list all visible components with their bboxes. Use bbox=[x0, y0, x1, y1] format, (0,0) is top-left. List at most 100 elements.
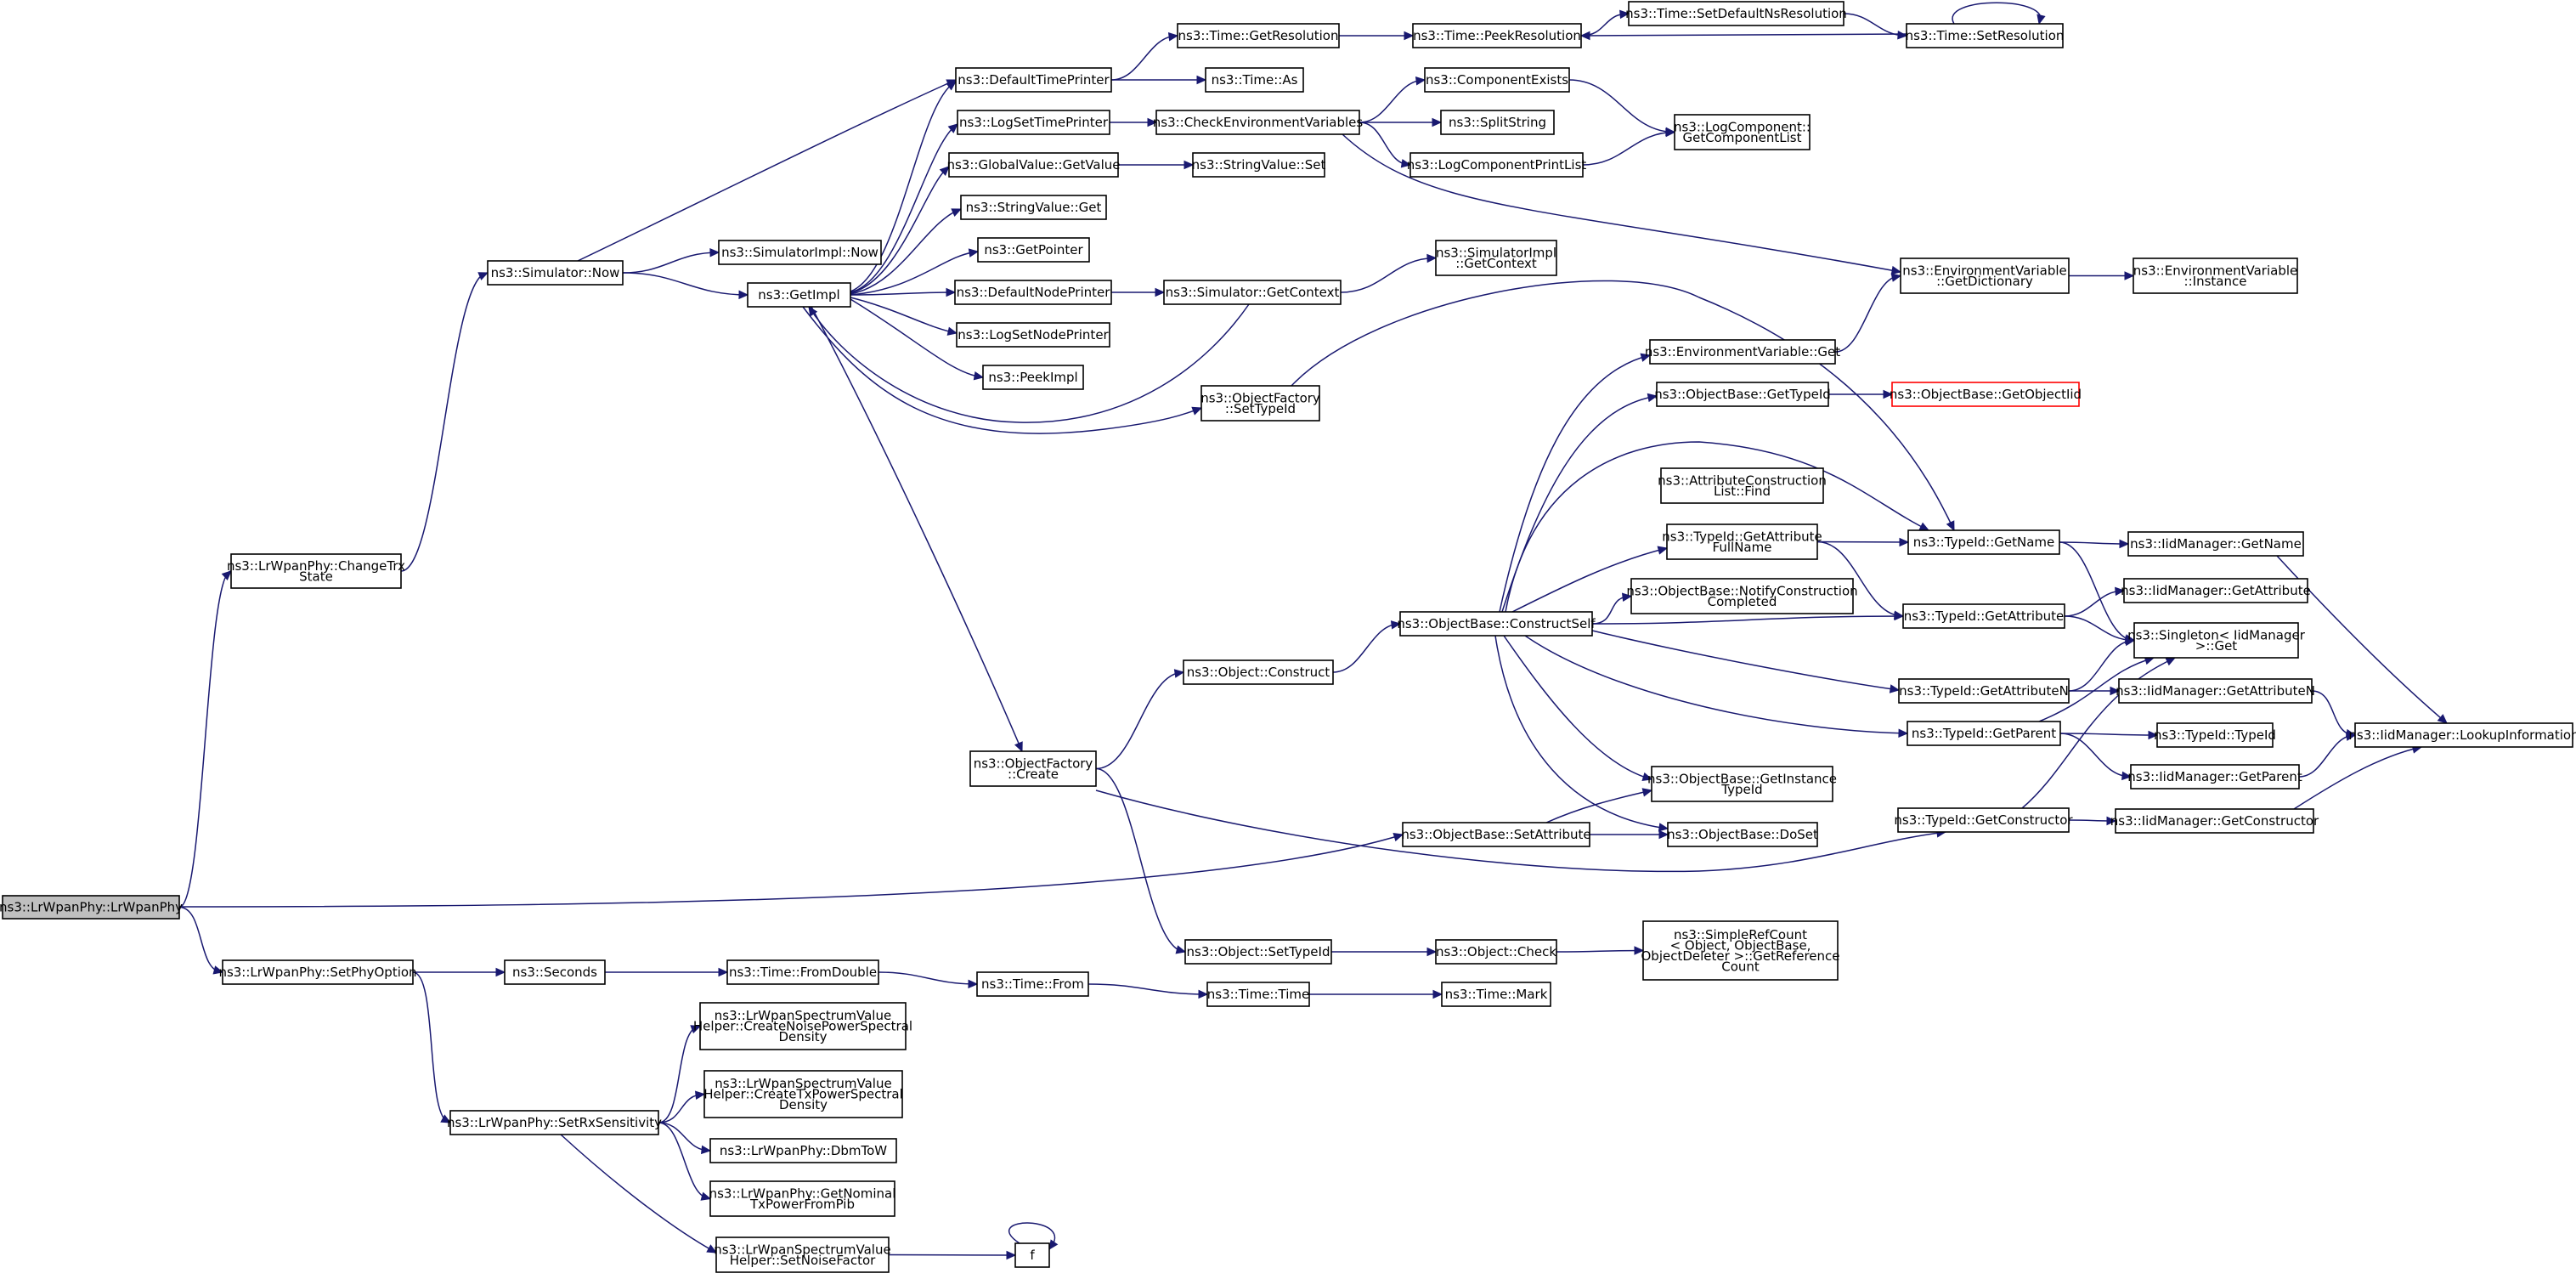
node-ofCreate[interactable]: ns3::ObjectFactory::Create bbox=[969, 750, 1097, 787]
node-seconds[interactable]: ns3::Seconds bbox=[504, 959, 606, 985]
node-label: ns3::GlobalValue::GetValue bbox=[946, 157, 1120, 173]
edge-line bbox=[1816, 540, 1909, 543]
node-timeSetRes[interactable]: ns3::Time::SetResolution bbox=[1906, 23, 2065, 48]
node-csNoise[interactable]: ns3::LrWpanSpectrumValueHelper::CreateNo… bbox=[693, 1002, 912, 1050]
node-defNodePrinter[interactable]: ns3::DefaultNodePrinter bbox=[954, 280, 1112, 305]
edge-simNow-to-getImpl bbox=[622, 272, 749, 300]
node-box bbox=[2118, 678, 2313, 704]
node-timeTime[interactable]: ns3::Time::Time bbox=[1206, 982, 1310, 1007]
node-label: ns3::Time::From bbox=[981, 976, 1084, 992]
node-setRxSens[interactable]: ns3::LrWpanPhy::SetRxSensitivity bbox=[447, 1110, 662, 1135]
node-iidGetParent[interactable]: ns3::IidManager::GetParent bbox=[2127, 764, 2302, 789]
node-label: ns3::SimulatorImpl bbox=[1436, 245, 1556, 260]
node-obDoSet[interactable]: ns3::ObjectBase::DoSet bbox=[1667, 822, 1818, 847]
edge-timeFromDouble-to-timeFrom bbox=[878, 971, 979, 989]
node-iidLookup[interactable]: ns3::IidManager::LookupInformation bbox=[2348, 722, 2576, 748]
node-label: ns3::LogSetTimePrinter bbox=[959, 115, 1109, 130]
node-objConstruct[interactable]: ns3::Object::Construct bbox=[1183, 659, 1334, 685]
node-compExists[interactable]: ns3::ComponentExists bbox=[1424, 67, 1570, 93]
node-obNotify[interactable]: ns3::ObjectBase::NotifyConstructionCompl… bbox=[1626, 578, 1858, 614]
node-ofSetTypeId[interactable]: ns3::ObjectFactory::SetTypeId bbox=[1200, 385, 1320, 422]
node-envInstance[interactable]: ns3::EnvironmentVariable::Instance bbox=[2133, 257, 2298, 294]
edge-line bbox=[1834, 274, 1901, 353]
node-objSetTypeId[interactable]: ns3::Object::SetTypeId bbox=[1184, 939, 1332, 965]
node-box bbox=[1907, 529, 2060, 555]
node-splitString[interactable]: ns3::SplitString bbox=[1440, 110, 1555, 135]
node-timeFrom[interactable]: ns3::Time::From bbox=[976, 971, 1089, 997]
node-gvGetValue[interactable]: ns3::GlobalValue::GetValue bbox=[946, 152, 1121, 178]
arrowhead bbox=[1390, 620, 1402, 630]
node-getImpl[interactable]: ns3::GetImpl bbox=[747, 282, 851, 308]
node-logSetNodePrinter[interactable]: ns3::LogSetNodePrinter bbox=[956, 322, 1110, 348]
node-tidGetParent[interactable]: ns3::TypeId::GetParent bbox=[1907, 721, 2061, 746]
node-svGet[interactable]: ns3::StringValue::Get bbox=[960, 195, 1107, 220]
node-label: ns3::ObjectBase::NotifyConstruction bbox=[1626, 583, 1857, 598]
node-logSetTimePrinter[interactable]: ns3::LogSetTimePrinter bbox=[957, 110, 1110, 135]
node-getPointer[interactable]: ns3::GetPointer bbox=[977, 237, 1090, 263]
node-iidGetConstructor[interactable]: ns3::IidManager::GetConstructor bbox=[2110, 808, 2319, 834]
node-svSet[interactable]: ns3::StringValue::Set bbox=[1192, 152, 1326, 178]
arrowhead bbox=[1657, 546, 1669, 555]
node-setPhyOption[interactable]: ns3::LrWpanPhy::SetPhyOption bbox=[218, 959, 417, 985]
arrowhead bbox=[1400, 159, 1412, 168]
node-simpleRefCount[interactable]: ns3::SimpleRefCount< Object, ObjectBase,… bbox=[1641, 920, 1840, 981]
node-label: ns3::LrWpanPhy::DbmToW bbox=[720, 1143, 887, 1158]
edge-line bbox=[808, 303, 1250, 423]
edge-line bbox=[658, 1025, 701, 1123]
node-root[interactable]: ns3::LrWpanPhy::LrWpanPhy bbox=[0, 895, 183, 920]
node-simGetContext[interactable]: ns3::Simulator::GetContext bbox=[1163, 280, 1342, 305]
node-envGet[interactable]: ns3::EnvironmentVariable::Get bbox=[1645, 339, 1840, 365]
node-objCheck[interactable]: ns3::Object::Check bbox=[1435, 939, 1557, 965]
node-setNoiseFactor[interactable]: ns3::LrWpanSpectrumValueHelper::SetNoise… bbox=[714, 1237, 891, 1273]
node-box bbox=[1163, 280, 1342, 305]
node-timePeekRes[interactable]: ns3::Time::PeekResolution bbox=[1412, 23, 1582, 48]
node-tidGetConstructor[interactable]: ns3::TypeId::GetConstructor bbox=[1894, 807, 2073, 833]
node-logCompGetList[interactable]: ns3::LogComponent::GetComponentList bbox=[1674, 114, 1811, 150]
edge-defTimePrinter-to-timeGetRes bbox=[1110, 32, 1179, 81]
node-timeGetRes[interactable]: ns3::Time::GetResolution bbox=[1177, 23, 1340, 48]
node-csTx[interactable]: ns3::LrWpanSpectrumValueHelper::CreateTx… bbox=[703, 1070, 903, 1118]
node-dbmToW[interactable]: ns3::LrWpanPhy::DbmToW bbox=[709, 1138, 897, 1163]
node-logCompPrintList[interactable]: ns3::LogComponentPrintList bbox=[1407, 152, 1587, 178]
arrowhead bbox=[1898, 728, 1909, 739]
arrowhead bbox=[709, 248, 720, 257]
node-label: ns3::Time::PeekResolution bbox=[1413, 28, 1581, 43]
node-obGetObjectIid[interactable]: ns3::ObjectBase::GetObjectIid bbox=[1890, 382, 2082, 407]
node-defTimePrinter[interactable]: ns3::DefaultTimePrinter bbox=[955, 67, 1112, 93]
node-peekImpl[interactable]: ns3::PeekImpl bbox=[982, 365, 1084, 390]
node-singletonGet[interactable]: ns3::Singleton< IidManager>::Get bbox=[2127, 622, 2306, 659]
node-tidGetAttributeN[interactable]: ns3::TypeId::GetAttributeN bbox=[1898, 678, 2070, 704]
node-simImplNow[interactable]: ns3::SimulatorImpl::Now bbox=[718, 240, 882, 265]
node-tidGetName[interactable]: ns3::TypeId::GetName bbox=[1907, 529, 2060, 555]
node-label: Density bbox=[778, 1029, 827, 1044]
node-timeAs[interactable]: ns3::Time::As bbox=[1205, 67, 1304, 93]
node-timeSetDefNs[interactable]: ns3::Time::SetDefaultNsResolution bbox=[1625, 1, 1847, 26]
arrowhead bbox=[2106, 816, 2117, 826]
node-obGetTypeId[interactable]: ns3::ObjectBase::GetTypeId bbox=[1654, 382, 1831, 407]
edge-getImpl-to-ofSetTypeId bbox=[802, 306, 1203, 434]
node-f[interactable]: f bbox=[1014, 1242, 1050, 1268]
node-obConstructSelf[interactable]: ns3::ObjectBase::ConstructSelf bbox=[1397, 611, 1596, 637]
node-envGetDict[interactable]: ns3::EnvironmentVariable::GetDictionary bbox=[1900, 257, 2070, 294]
node-iidGetName[interactable]: ns3::IidManager::GetName bbox=[2127, 531, 2304, 557]
node-simNow[interactable]: ns3::Simulator::Now bbox=[487, 260, 624, 286]
node-timeMark[interactable]: ns3::Time::Mark bbox=[1441, 982, 1551, 1007]
node-simImplGetContext[interactable]: ns3::SimulatorImpl::GetContext bbox=[1435, 240, 1557, 276]
arrowhead bbox=[1415, 76, 1426, 86]
node-checkEnv[interactable]: ns3::CheckEnvironmentVariables bbox=[1153, 110, 1364, 135]
node-iidGetAttributeN[interactable]: ns3::IidManager::GetAttributeN bbox=[2116, 678, 2315, 704]
node-iidGetAttribute[interactable]: ns3::IidManager::GetAttribute bbox=[2121, 578, 2311, 603]
node-box bbox=[957, 110, 1110, 135]
node-tidTypeId[interactable]: ns3::TypeId::TypeId bbox=[2154, 722, 2276, 748]
node-label: FullName bbox=[1713, 540, 1772, 555]
node-timeFromDouble[interactable]: ns3::Time::FromDouble bbox=[726, 959, 879, 985]
node-tidGetAttribute[interactable]: ns3::TypeId::GetAttribute bbox=[1902, 603, 2065, 629]
node-obSetAttribute[interactable]: ns3::ObjectBase::SetAttribute bbox=[1401, 822, 1591, 847]
node-label: ::GetContext bbox=[1455, 256, 1537, 271]
arrowhead bbox=[495, 967, 506, 977]
